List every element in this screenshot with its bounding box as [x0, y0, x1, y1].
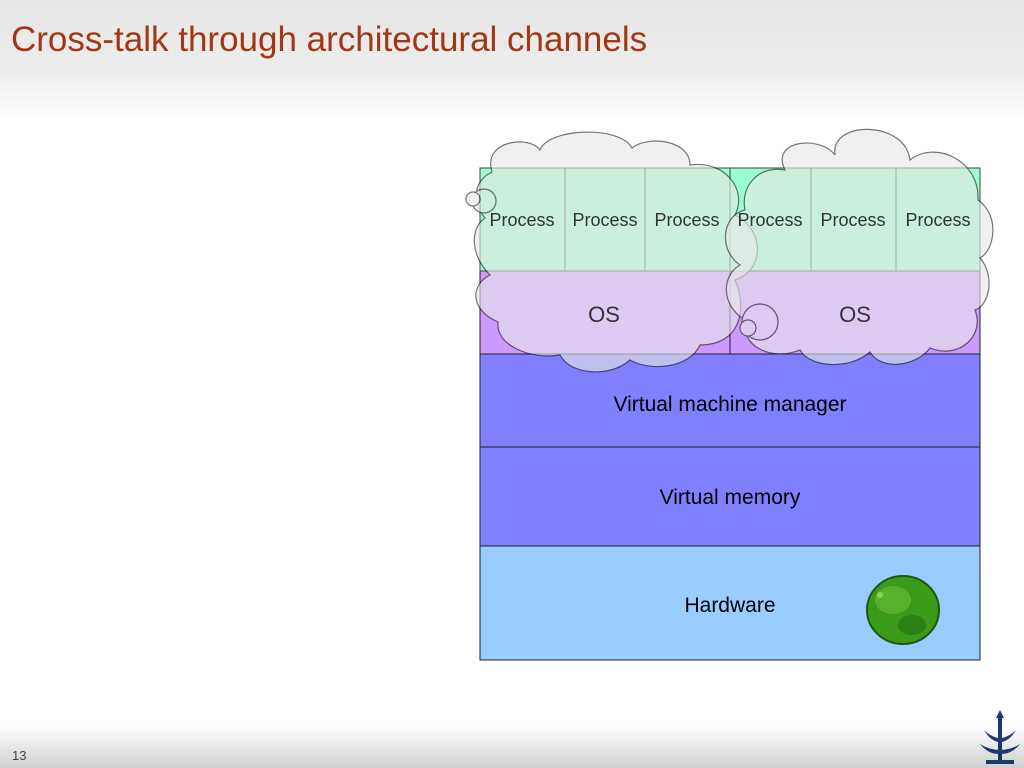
hardware-label: Hardware: [684, 594, 775, 617]
virtual-memory-layer: [479, 446, 981, 547]
slide-number: 13: [12, 748, 27, 763]
title-band: [0, 0, 1024, 120]
vmm-label: Virtual machine manager: [613, 393, 846, 416]
process-label: Process: [905, 210, 970, 230]
vmm-layer: [479, 353, 981, 448]
lime-image: [866, 575, 940, 645]
process-label: Process: [572, 210, 637, 230]
thought-cloud-right: [725, 128, 994, 366]
footer-band: [0, 726, 1024, 768]
process-label: Process: [820, 210, 885, 230]
process-label: Process: [654, 210, 719, 230]
slide-title: Cross-talk through architectural channel…: [11, 20, 648, 59]
university-logo: [980, 710, 1020, 764]
process-label: Process: [489, 210, 554, 230]
os-label-right: OS: [839, 302, 871, 327]
process-label: Process: [737, 210, 802, 230]
virtual-memory-label: Virtual memory: [660, 486, 801, 509]
thought-cloud-left: [465, 131, 758, 373]
os-label-left: OS: [588, 302, 620, 327]
